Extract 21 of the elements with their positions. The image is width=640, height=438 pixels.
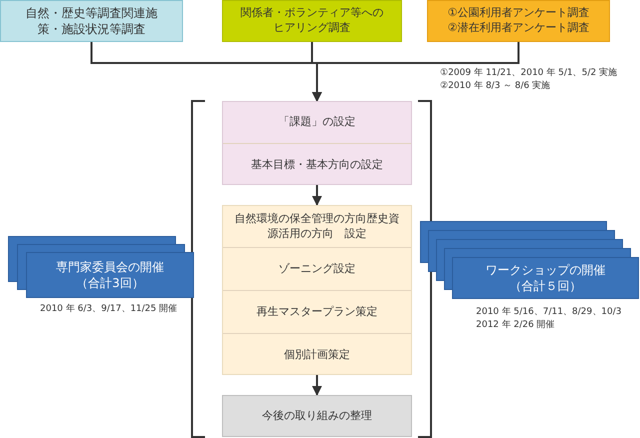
step-row: 基本目標・基本方向の設定 xyxy=(223,144,411,186)
stacked-meeting-cards: ワークショップの開催（合計５回） xyxy=(420,221,639,299)
result-box: 今後の取り組みの整理 xyxy=(222,395,412,437)
survey-box: 自然・歴史等調査関連施策・施設状況等調査 xyxy=(0,0,183,42)
date-note: ②2010 年 8/3 ～ 8/6 実施 xyxy=(440,80,552,92)
survey-box: ①公園利用者アンケート調査②潜在利用者アンケート調査 xyxy=(427,0,610,42)
step-row: 再生マスタープラン策定 xyxy=(223,291,411,334)
date-note: 2010 年 5/16、7/11、8/29、10/3 xyxy=(476,306,622,319)
step-row: ゾーニング設定 xyxy=(223,248,411,291)
step-group-panel xyxy=(222,205,412,375)
date-note: ①2009 年 11/21、2010 年 5/1、5/2 実施 xyxy=(440,67,618,80)
step-row: 「課題」の設定 xyxy=(223,102,411,144)
arrow xyxy=(312,185,322,206)
step-group-panel xyxy=(222,101,412,185)
arrow xyxy=(312,42,520,102)
survey-box: 関係者・ボランティア等へのヒアリング調査 xyxy=(222,0,402,42)
step-row: 個別計画策定 xyxy=(223,334,411,376)
date-note: 2012 年 2/26 開催 xyxy=(476,318,556,332)
step-row: 自然環境の保全管理の方向歴史資源活用の方向 設定 xyxy=(223,206,411,248)
arrow xyxy=(312,375,322,396)
date-note: 2010 年 6/3、9/17、11/25 開催 xyxy=(40,303,178,316)
